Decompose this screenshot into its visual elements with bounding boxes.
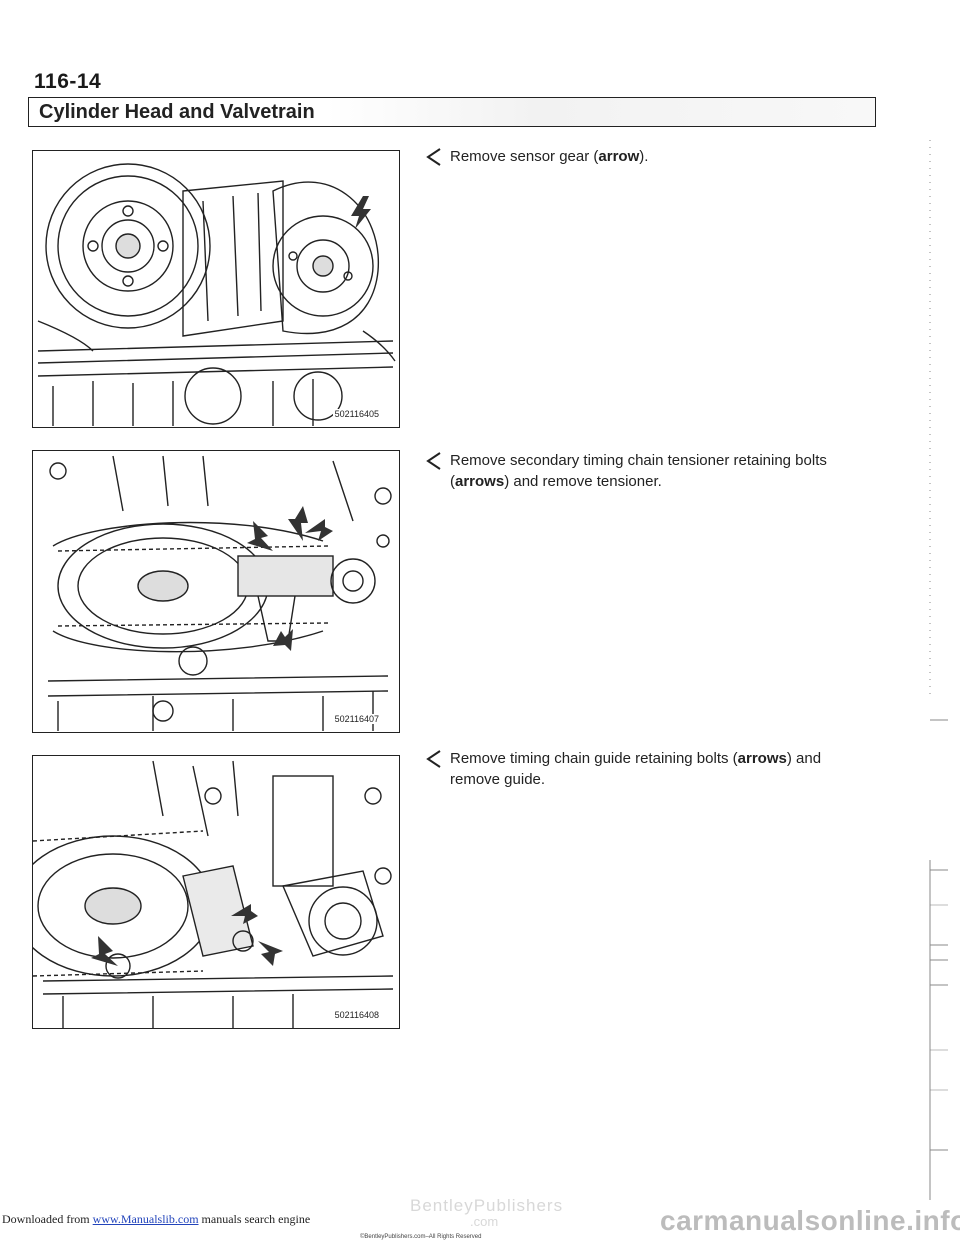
callout-arrow <box>351 196 371 229</box>
footer-prefix: Downloaded from <box>2 1212 90 1226</box>
step-remove-guide: Remove timing chain guide retaining bolt… <box>424 748 874 790</box>
step-remove-sensor-gear: Remove sensor gear (arrow). <box>424 146 874 167</box>
engine-illustration-3 <box>33 760 394 1028</box>
figure-code: 502116407 <box>332 714 381 724</box>
download-source-footer: Downloaded from www.Manualslib.com manua… <box>2 1212 310 1227</box>
step-text: Remove timing chain guide retaining bolt… <box>450 750 738 767</box>
section-header: Cylinder Head and Valvetrain <box>28 97 876 127</box>
figure-sensor-gear: 502116405 <box>32 150 400 428</box>
pointer-arrow-icon <box>426 452 441 470</box>
pointer-arrow-icon <box>426 750 441 768</box>
page-number: 116-14 <box>34 70 102 93</box>
step-emphasis: arrows <box>737 750 787 767</box>
publisher-watermark-domain: .com <box>470 1214 499 1229</box>
step-text: Remove secondary timing chain tensioner … <box>450 452 827 490</box>
footer-suffix: manuals search engine <box>201 1212 311 1226</box>
pointer-arrow-icon <box>426 148 441 166</box>
margin-marks <box>929 140 948 1200</box>
callout-arrows <box>247 506 333 651</box>
manualslib-link[interactable]: www.Manualslib.com <box>92 1212 199 1226</box>
callout-arrows <box>91 904 283 966</box>
engine-illustration-2 <box>47 455 392 731</box>
site-brand-watermark: carmanualsonline.info <box>660 1205 960 1236</box>
step-remove-tensioner: Remove secondary timing chain tensioner … <box>424 450 874 492</box>
figure-code: 502116405 <box>332 409 381 419</box>
step-text: ) and remove tensioner. <box>504 473 662 490</box>
step-text: Remove sensor gear ( <box>450 148 599 165</box>
figure-chain-guide: 502116408 <box>32 755 400 1029</box>
publisher-watermark: BentleyPublishers <box>410 1196 564 1215</box>
figure-code: 502116408 <box>332 1010 381 1020</box>
step-text: ). <box>639 148 649 165</box>
engine-illustration-1 <box>37 163 396 426</box>
step-emphasis: arrows <box>455 473 505 490</box>
copyright-notice: ©BentleyPublishers.com–All Rights Reserv… <box>360 1234 482 1240</box>
step-text: ) and remove guide. <box>450 750 822 788</box>
step-emphasis: arrow <box>598 148 640 165</box>
section-title: Cylinder Head and Valvetrain <box>39 101 315 123</box>
figure-chain-tensioner: 502116407 <box>32 450 400 733</box>
